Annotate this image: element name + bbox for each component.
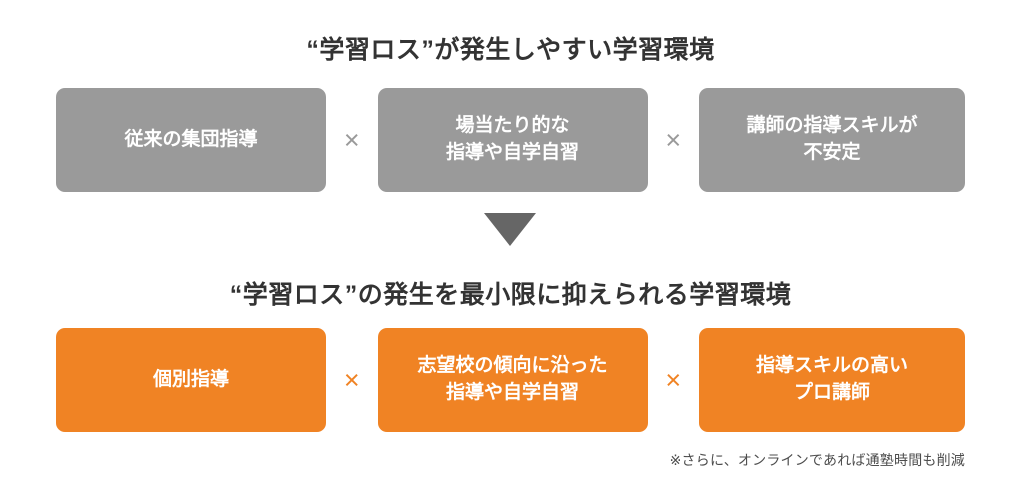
multiply-icon: × xyxy=(343,124,360,155)
solution-box-3: 指導スキルの高い プロ講師 xyxy=(699,328,965,432)
multiply-icon: × xyxy=(665,364,682,395)
footnote: ※さらに、オンラインであれば通塾時間も削減 xyxy=(669,452,965,468)
solution-box-3-label: 指導スキルの高い プロ講師 xyxy=(755,355,908,403)
problem-box-2: 場当たり的な 指導や自学自習 xyxy=(377,88,648,192)
problem-box-1: 従来の集団指導 xyxy=(56,88,326,192)
problem-box-3-label: 講師の指導スキルが 不安定 xyxy=(746,115,918,163)
down-arrow-icon xyxy=(484,213,536,246)
problem-heading: “学習ロス”が発生しやすい学習環境 xyxy=(306,36,715,64)
solution-box-2: 志望校の傾向に沿った 指導や自学自習 xyxy=(377,328,648,432)
solution-box-2-label: 志望校の傾向に沿った 指導や自学自習 xyxy=(417,355,608,403)
multiply-icon: × xyxy=(665,124,682,155)
problem-box-3: 講師の指導スキルが 不安定 xyxy=(699,88,965,192)
problem-box-1-label: 従来の集団指導 xyxy=(124,128,258,150)
solution-box-1: 個別指導 xyxy=(56,328,326,432)
problem-box-row: 従来の集団指導 × 場当たり的な 指導や自学自習 × 講師の指導スキルが 不安定 xyxy=(56,88,965,192)
solution-box-1-label: 個別指導 xyxy=(152,368,229,390)
multiply-icon: × xyxy=(343,364,360,395)
problem-box-2-label: 場当たり的な 指導や自学自習 xyxy=(445,115,579,163)
solution-heading: “学習ロス”の発生を最小限に抑えられる学習環境 xyxy=(229,281,792,309)
solution-box-row: 個別指導 × 志望校の傾向に沿った 指導や自学自習 × 指導スキルの高い プロ講… xyxy=(56,328,965,432)
